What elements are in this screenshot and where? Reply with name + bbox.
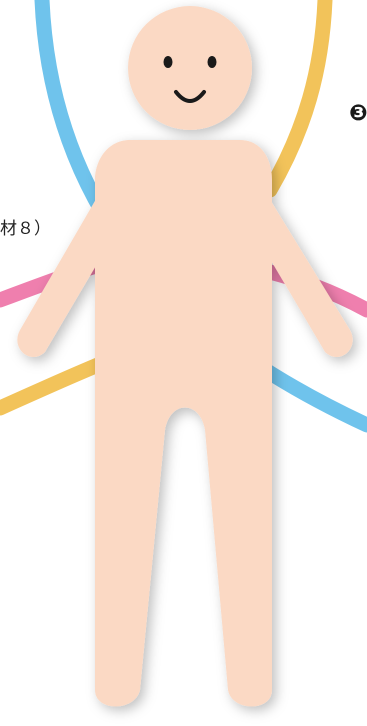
head — [128, 6, 252, 130]
yellow-ring-lower — [0, 360, 110, 408]
yellow-ring — [270, 0, 325, 190]
right-eye-icon — [208, 56, 217, 68]
step-number-marker: ❸ — [349, 103, 367, 125]
body-torso — [95, 140, 272, 707]
cropped-caption-text: 材８） — [0, 214, 51, 239]
left-eye-icon — [164, 56, 173, 68]
